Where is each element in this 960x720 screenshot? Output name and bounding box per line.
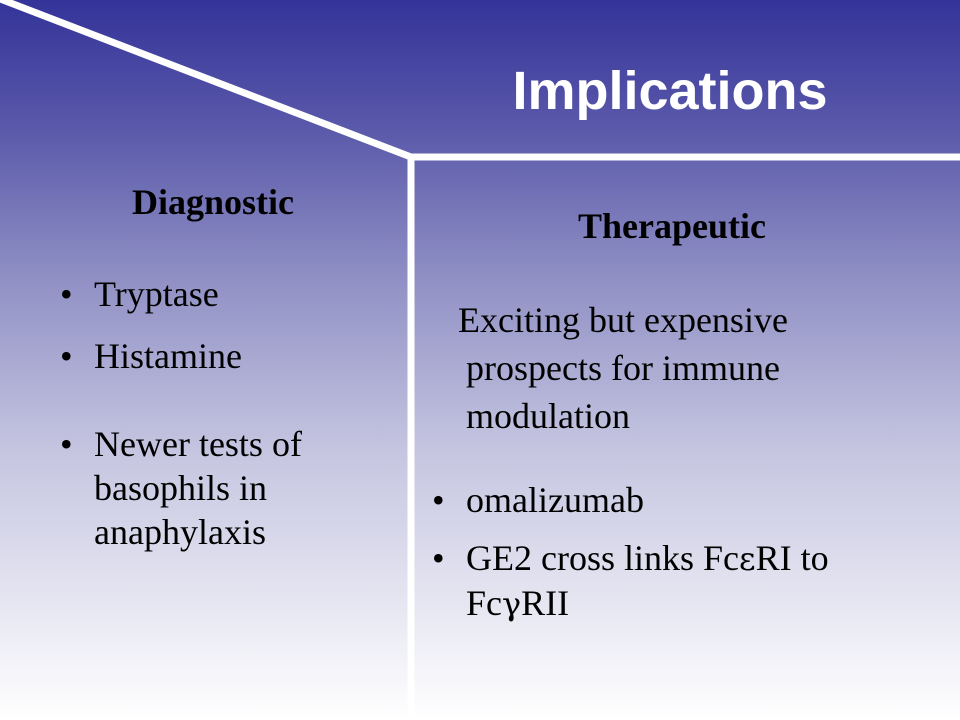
bullet-icon: • [60, 274, 73, 314]
bullet-icon: • [60, 336, 73, 376]
list-item: • Histamine [60, 334, 242, 378]
crosslink-suffix: RII [521, 583, 570, 623]
bullet-icon: • [432, 480, 445, 520]
item-text: Histamine [94, 336, 242, 376]
diagnostic-heading: Diagnostic [132, 182, 294, 222]
diagnostic-list-2: • Newer tests of basophils in anaphylaxis [60, 422, 364, 554]
therapeutic-heading: Therapeutic [578, 206, 766, 246]
bullet-icon: • [60, 424, 73, 464]
diagnostic-list: • Tryptase • Histamine [60, 272, 242, 396]
list-item: • omalizumab [432, 478, 926, 522]
list-item: • GE2 cross links FcεRI to FcγRII [432, 536, 926, 626]
crosslink-middle: RI to Fc [466, 538, 829, 623]
therapeutic-list: • omalizumab • GE2 cross links FcεRI to Fc… [432, 478, 926, 640]
gamma-symbol: γ [502, 585, 522, 623]
therapeutic-intro: Exciting but expensive prospects for imm… [458, 300, 788, 436]
item-text: omalizumab [466, 480, 644, 520]
item-text: Newer tests of basophils in anaphylaxis [94, 424, 302, 552]
epsilon-symbol: ε [739, 540, 756, 578]
bullet-icon: • [432, 538, 445, 578]
list-item: • Tryptase [60, 272, 242, 316]
item-text: Tryptase [94, 274, 219, 314]
list-item: • Newer tests of basophils in anaphylaxis [60, 422, 364, 554]
slide-title: Implications [512, 61, 828, 121]
crosslink-prefix: GE2 cross links Fc [466, 538, 739, 578]
